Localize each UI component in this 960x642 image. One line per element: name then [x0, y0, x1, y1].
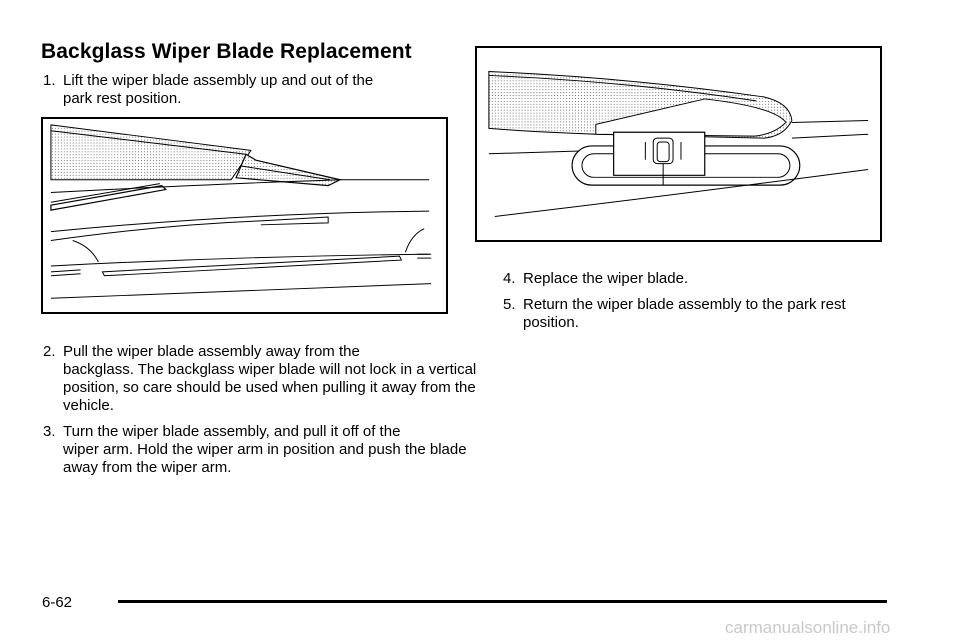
step-number: 1. — [43, 72, 56, 89]
illustration-blade-attachment — [475, 46, 882, 242]
step-number: 3. — [43, 423, 56, 440]
illustration-wiper-lifted — [41, 117, 448, 314]
step-text-first-line: Lift the wiper blade assembly up and out… — [63, 72, 374, 89]
step-text-first-line: Return the wiper blade assembly to the p… — [523, 296, 846, 313]
step-4: 4. Replace the wiper blade. — [490, 270, 943, 288]
page-number: 6-62 — [42, 594, 73, 611]
step-1: 1. Lift the wiper blade assembly up and o… — [30, 72, 463, 108]
step-number: 5. — [503, 296, 516, 313]
watermark: carmanualsonline.info — [725, 618, 891, 637]
step-text-rest: park rest position. — [63, 90, 182, 107]
step-2: 2. Pull the wiper blade assembly away fro… — [30, 343, 493, 415]
step-number: 2. — [43, 343, 56, 360]
step-5: 5. Return the wiper blade assembly to the… — [490, 296, 943, 332]
step-number: 4. — [503, 270, 516, 287]
step-text-rest: backglass. The backglass wiper blade wil… — [63, 361, 477, 414]
footer-rule — [118, 600, 887, 603]
page-title: Backglass Wiper Blade Replacement — [41, 40, 412, 63]
step-text-first-line: Replace the wiper blade. — [523, 270, 689, 287]
step-text-rest: wiper arm. Hold the wiper arm in positio… — [63, 441, 467, 476]
step-text-first-line: Pull the wiper blade assembly away from … — [63, 343, 360, 360]
step-3: 3. Turn the wiper blade assembly, and pul… — [30, 423, 493, 477]
step-text-first-line: Turn the wiper blade assembly, and pull … — [63, 423, 401, 440]
step-text-rest: position. — [523, 314, 579, 331]
